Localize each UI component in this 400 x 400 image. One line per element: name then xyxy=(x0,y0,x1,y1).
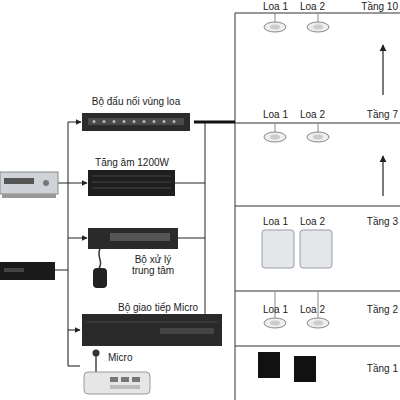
zone-connector-rack xyxy=(82,113,190,131)
floor-label: Loa 2 xyxy=(300,216,325,227)
device-unit: Bộ giao tiếp Micro xyxy=(80,300,224,348)
floor-label: Tầng 1 xyxy=(367,363,398,374)
amplifier-unit xyxy=(88,170,175,196)
floor-label: Loa 2 xyxy=(300,304,325,315)
floor-label: Tầng 10 xyxy=(361,1,398,12)
cd-player xyxy=(0,172,58,198)
floor-label: Loa 1 xyxy=(263,304,288,315)
signal-bus xyxy=(55,122,222,330)
device-unit: Bộ xử lý trung tâm xyxy=(86,226,182,286)
floor-label: Tầng 7 xyxy=(367,109,398,120)
floor-label: Loa 2 xyxy=(300,1,325,12)
device-unit: Micro xyxy=(80,350,154,398)
device-label: Bộ giao tiếp Micro xyxy=(118,302,198,313)
floor-band: Loa 1 Loa 2 Tầng 7 xyxy=(235,108,400,204)
mic-console xyxy=(84,350,150,395)
device-unit: Bộ đấu nối vùng loa xyxy=(80,94,194,132)
device-label: Micro xyxy=(108,352,132,363)
floor-label: Loa 2 xyxy=(300,109,325,120)
floor-arrow xyxy=(382,45,383,196)
floor-label: Loa 1 xyxy=(263,1,288,12)
floor-band: Loa 1 Loa 2 Tầng 3 xyxy=(235,207,400,290)
device-unit: Tăng âm 1200W xyxy=(86,155,180,197)
device-label: Bộ đấu nối vùng loa xyxy=(80,96,192,107)
device-label: Bộ xử lý trung tâm xyxy=(126,254,180,276)
ceiling-speaker xyxy=(264,13,329,328)
mic-interface-unit xyxy=(82,314,222,346)
floor-band: Loa 1 Loa 2 Tầng 2 xyxy=(235,292,400,345)
floor-label: Loa 1 xyxy=(263,109,288,120)
floor-label: Tầng 2 xyxy=(367,304,398,315)
floor-lines xyxy=(235,13,400,400)
device-label: Tăng âm 1200W xyxy=(86,157,178,168)
floor-band: Loa 1 Loa 2 Tầng 10 xyxy=(235,0,400,107)
wall-speaker xyxy=(262,230,332,268)
floor-band: Tầng 1 xyxy=(235,347,400,397)
cable xyxy=(68,330,80,366)
source-device xyxy=(0,262,55,280)
floor-label: Loa 1 xyxy=(263,216,288,227)
cable xyxy=(194,121,235,124)
box-speaker xyxy=(258,352,316,382)
floor-label: Tầng 3 xyxy=(367,216,398,227)
